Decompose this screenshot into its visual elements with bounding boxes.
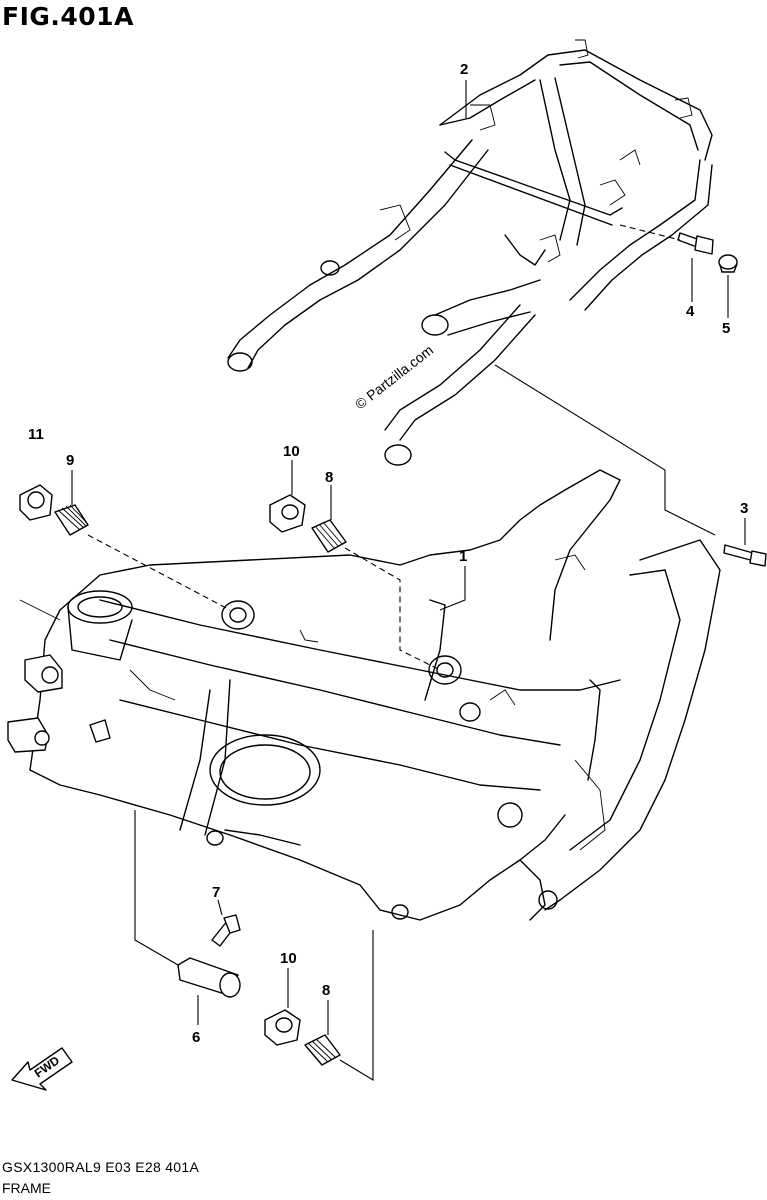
callout-5: 5 bbox=[722, 320, 730, 337]
spacer-part-8-lower[interactable] bbox=[304, 1034, 341, 1066]
callout-10-upper: 10 bbox=[283, 443, 300, 460]
callout-1: 1 bbox=[459, 548, 467, 565]
cap-part-5[interactable] bbox=[718, 254, 738, 273]
watermark: © Partzilla.com bbox=[352, 342, 436, 413]
collar-part-6[interactable] bbox=[177, 957, 241, 998]
bolt-part-7[interactable] bbox=[211, 914, 241, 947]
callout-8-lower: 8 bbox=[322, 982, 330, 999]
nut-part-11[interactable] bbox=[19, 484, 53, 521]
section-name: FRAME bbox=[2, 1180, 51, 1196]
bolt-part-4[interactable] bbox=[677, 232, 714, 255]
dashed-alignment-lines bbox=[87, 224, 681, 671]
callout-4: 4 bbox=[686, 303, 695, 320]
callout-2: 2 bbox=[460, 61, 468, 78]
main-frame[interactable] bbox=[19, 469, 721, 921]
callout-8-upper: 8 bbox=[325, 469, 333, 486]
front-engine-mount[interactable] bbox=[7, 654, 111, 753]
callout-3: 3 bbox=[740, 500, 748, 517]
leader-lines bbox=[71, 80, 746, 1081]
callout-6: 6 bbox=[192, 1029, 200, 1046]
fwd-arrow: FWD bbox=[11, 1047, 73, 1091]
model-code: GSX1300RAL9 E03 E28 401A bbox=[2, 1159, 200, 1175]
callout-10-lower: 10 bbox=[280, 950, 297, 967]
spacer-part-9[interactable] bbox=[54, 504, 89, 536]
callout-11: 11 bbox=[28, 426, 44, 443]
spacer-part-8-upper[interactable] bbox=[311, 519, 347, 553]
rear-subframe[interactable] bbox=[227, 39, 713, 466]
nut-part-10-lower[interactable] bbox=[264, 1009, 301, 1046]
callout-9: 9 bbox=[66, 452, 74, 469]
callout-labels: 2 1 3 4 5 11 9 10 8 7 10 8 6 bbox=[28, 61, 748, 1046]
callout-7: 7 bbox=[212, 884, 220, 901]
bolt-part-3[interactable] bbox=[723, 544, 767, 567]
nut-part-10-upper[interactable] bbox=[269, 494, 306, 533]
figure-title: FIG.401A bbox=[2, 2, 134, 31]
